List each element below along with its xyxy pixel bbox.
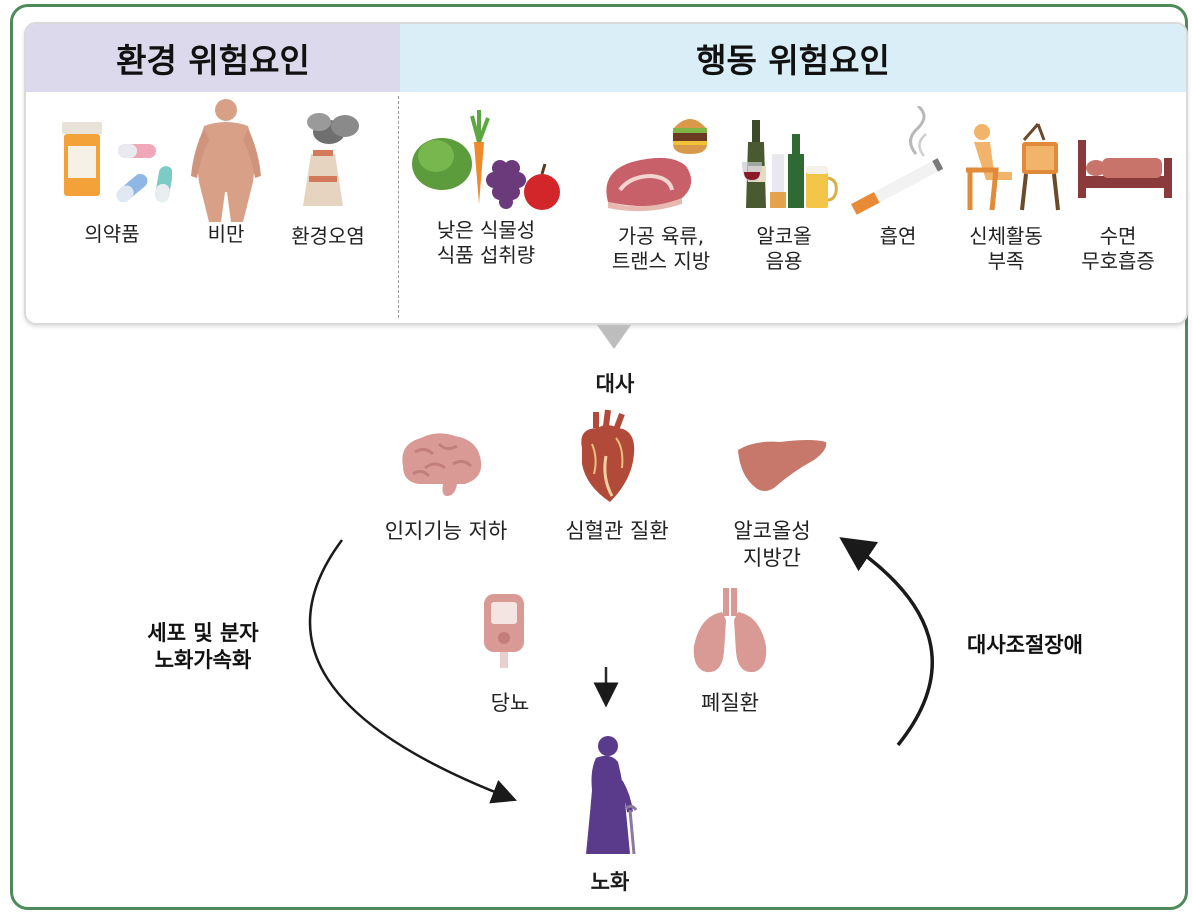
elderly-person-icon (574, 734, 644, 858)
aging-label: 노화 (560, 866, 660, 896)
metabolic-dysregulation-label: 대사조절장애 (940, 632, 1110, 659)
cellular-aging-label: 세포 및 분자 노화가속화 (118, 620, 288, 674)
left-curved-arrow (310, 540, 510, 798)
right-curved-arrow (848, 543, 932, 745)
